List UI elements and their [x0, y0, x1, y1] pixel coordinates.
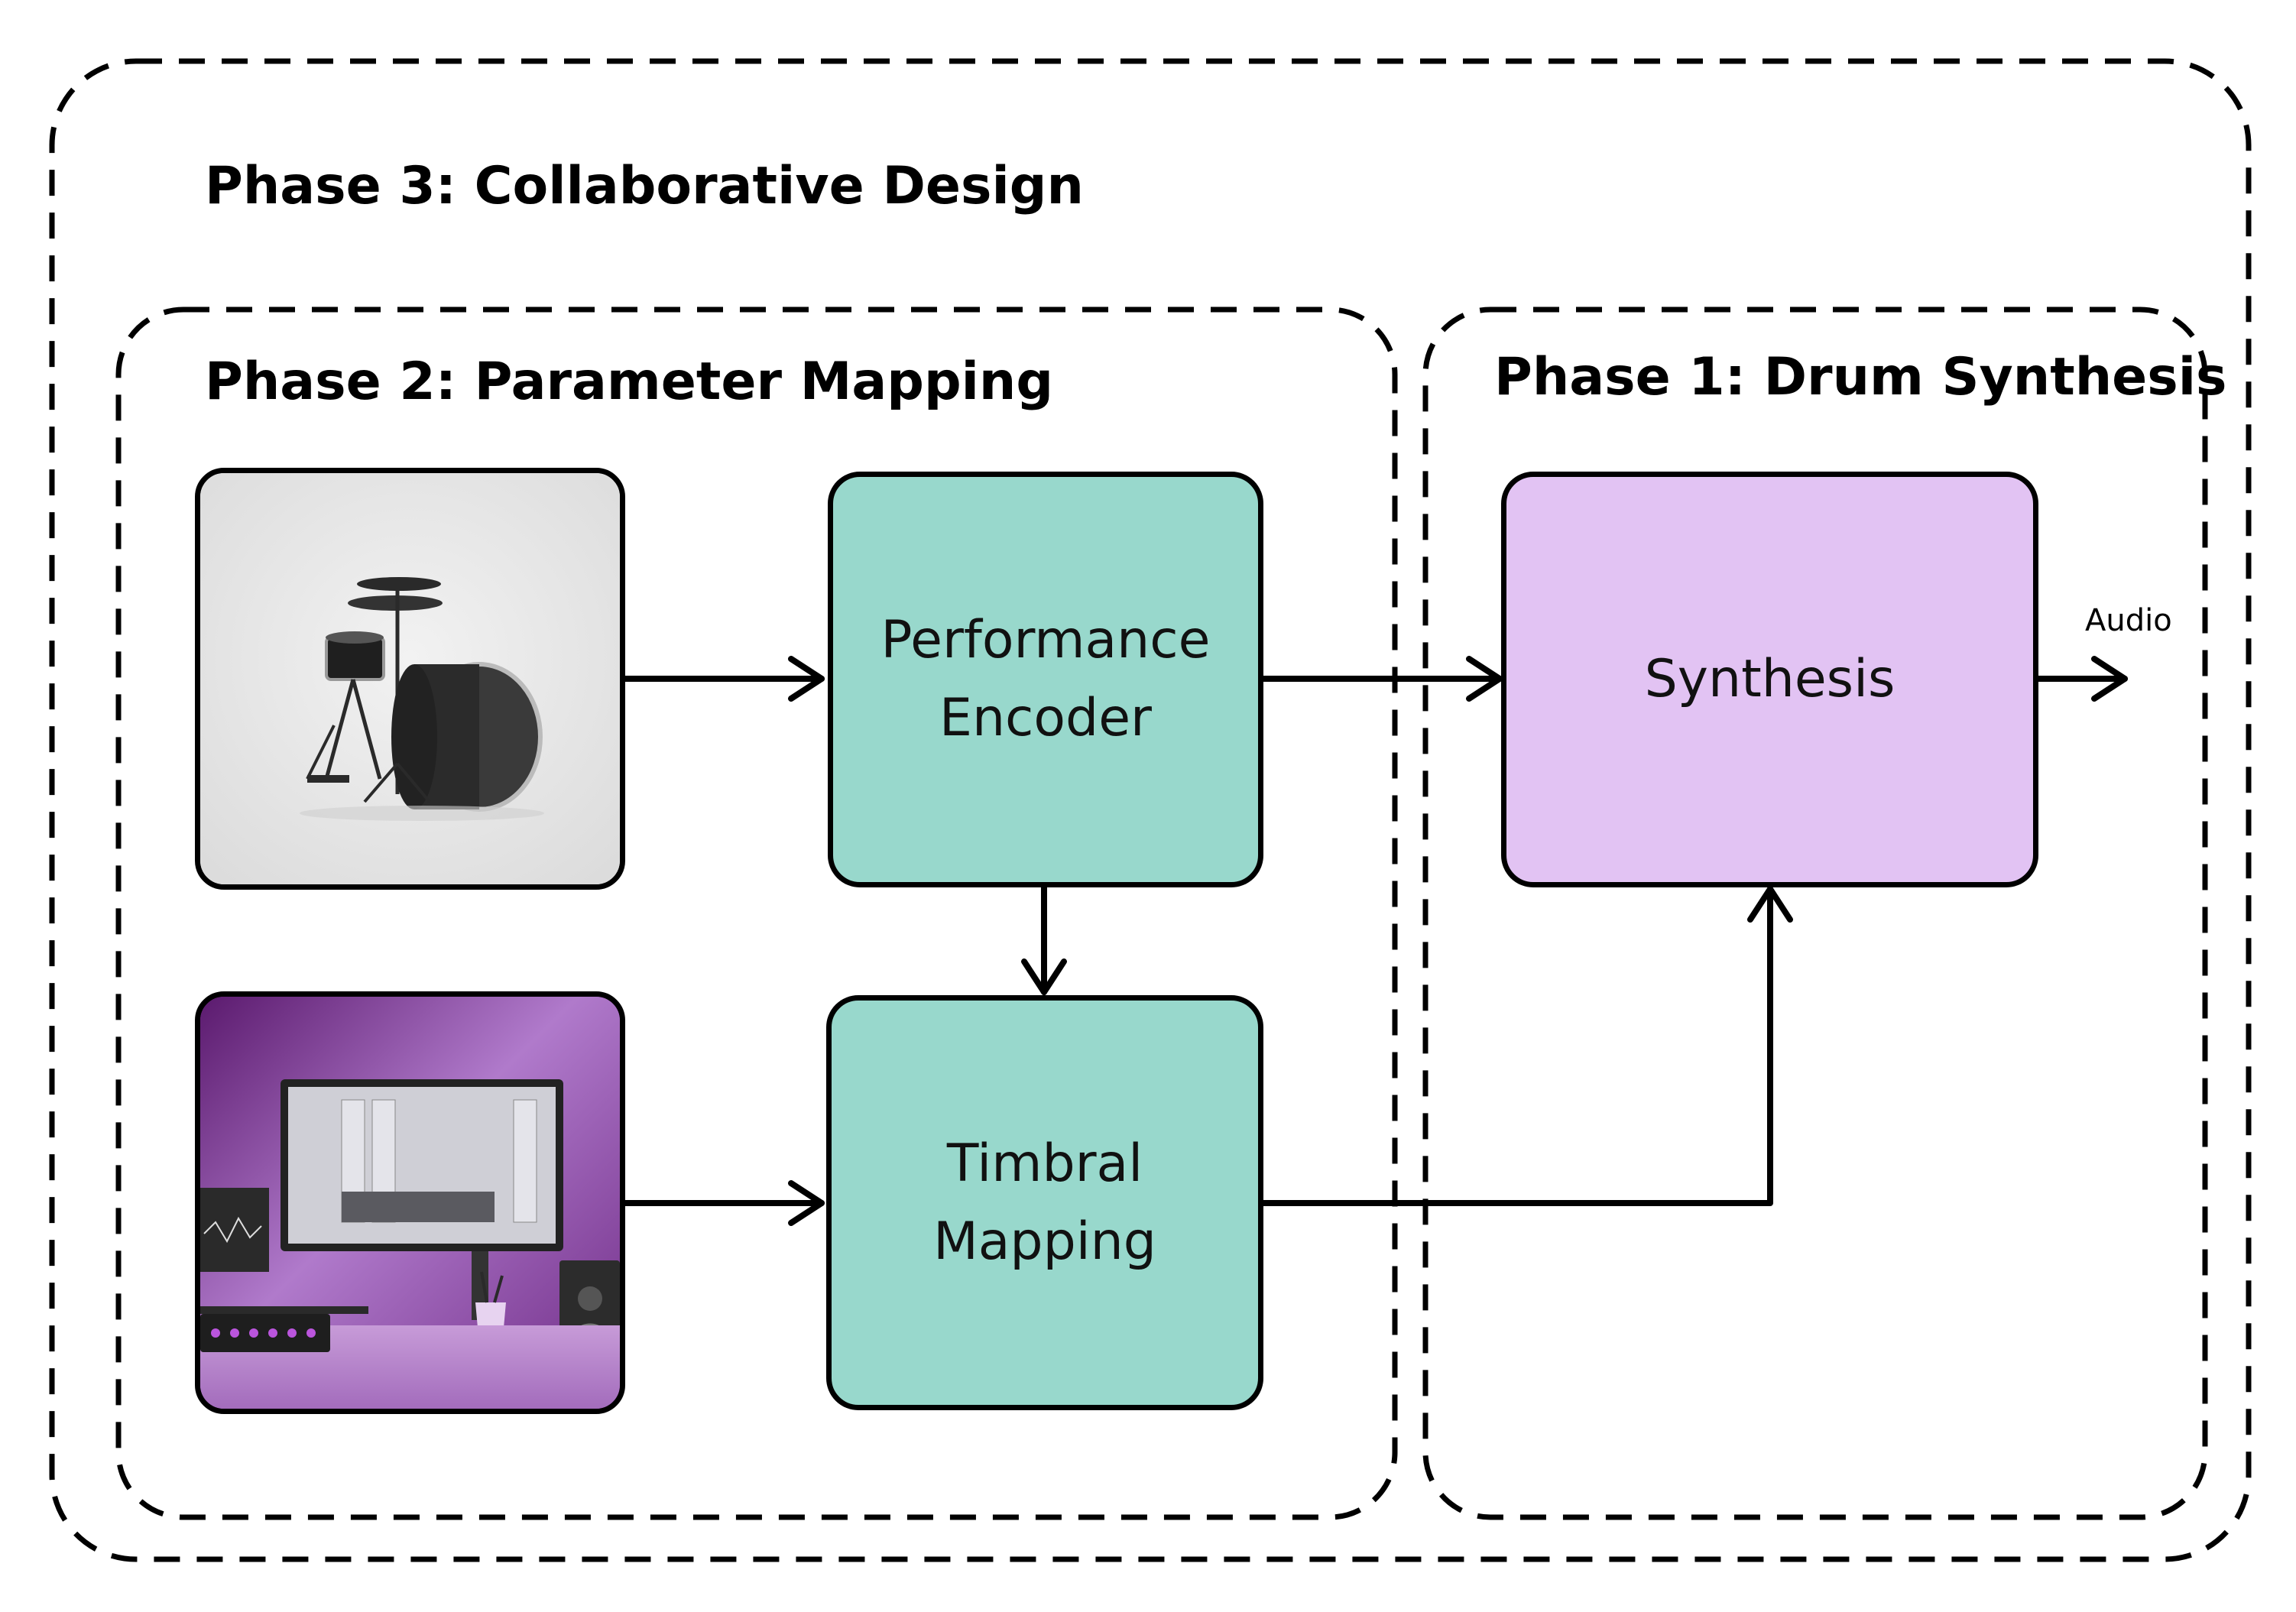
- phase2-title: Phase 2: Parameter Mapping: [205, 352, 1054, 412]
- arrow-timbral-to-synthesis: [1258, 886, 1773, 1206]
- arrowhead-studio-to-timbral: [788, 1180, 825, 1226]
- phase3-container: [49, 58, 2252, 1562]
- synthesis-block: Synthesis: [1501, 472, 2038, 887]
- arrowhead-timbral-to-synthesis: [1747, 886, 1793, 923]
- drum-kit-photo: [195, 468, 625, 890]
- audio-output-label: Audio: [2085, 603, 2172, 638]
- arrowhead-synthesis-to-audio: [2091, 656, 2128, 702]
- timbral-mapping-block: Timbral Mapping: [826, 995, 1263, 1410]
- phase3-title: Phase 3: Collaborative Design: [205, 156, 1084, 216]
- drum-kit-illustration: [200, 473, 620, 884]
- phase1-title: Phase 1: Drum Synthesis: [1494, 347, 2227, 407]
- arrowhead-drum-to-encoder: [788, 656, 825, 702]
- performance-encoder-label: Performance Encoder: [880, 610, 1211, 748]
- studio-illustration: [200, 997, 620, 1409]
- performance-encoder-block: Performance Encoder: [828, 472, 1263, 887]
- studio-desk-photo: [195, 991, 625, 1414]
- phase1-container: [1422, 307, 2208, 1520]
- arrowhead-encoder-to-timbral: [1021, 958, 1067, 995]
- phase2-container: [115, 307, 1398, 1520]
- arrowhead-encoder-to-synthesis: [1466, 656, 1503, 702]
- timbral-mapping-label: Timbral Mapping: [933, 1133, 1156, 1272]
- synthesis-label: Synthesis: [1644, 649, 1895, 709]
